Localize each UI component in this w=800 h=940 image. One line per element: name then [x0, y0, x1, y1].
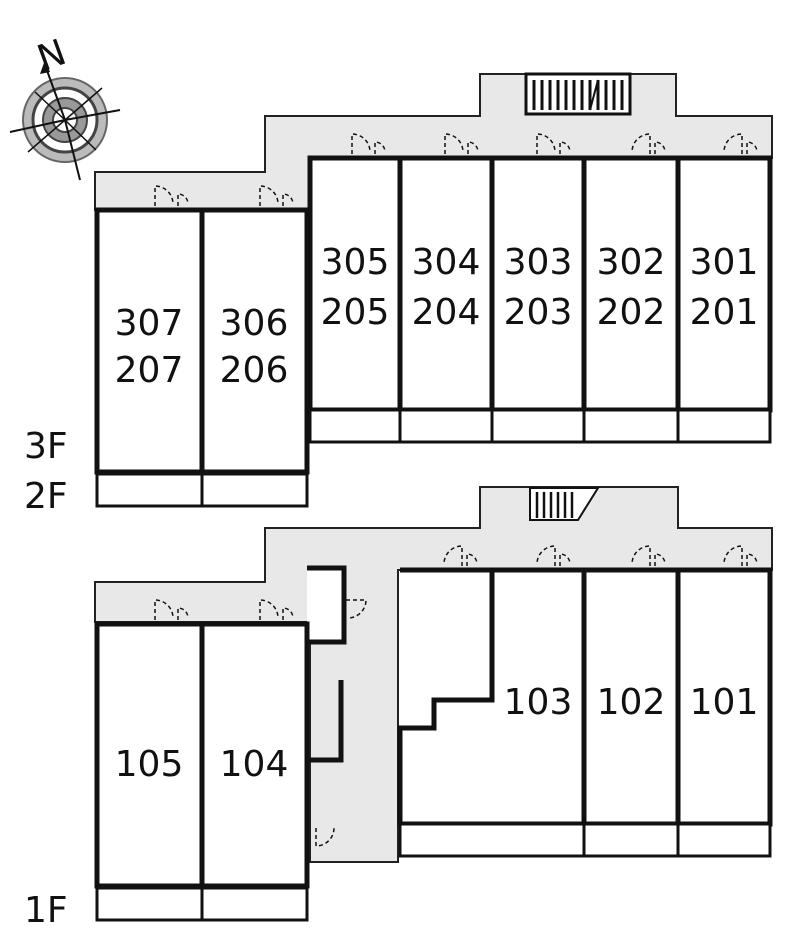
upper-floor-plan: 307 207 306 206 305 205 304 204 303 203 … [94, 72, 773, 508]
unit-label: 302 [597, 242, 666, 283]
unit-label: 203 [504, 292, 573, 333]
compass-north-label: N [32, 32, 71, 80]
floor-label-1f: 1F [24, 890, 68, 931]
unit-label: 304 [412, 242, 481, 283]
unit-label: 206 [220, 350, 289, 391]
unit-307-207 [94, 207, 205, 475]
partition-wall [307, 680, 344, 763]
storage-room [307, 565, 347, 645]
balcony [95, 886, 204, 922]
ground-floor-plan: 105 104 103 102 101 [94, 486, 773, 922]
unit-304-204 [397, 155, 495, 413]
unit-label: 205 [321, 292, 390, 333]
unit-label: 103 [504, 682, 573, 723]
balcony [582, 408, 680, 444]
balcony [582, 822, 680, 858]
balcony [490, 408, 586, 444]
unit-label: 201 [690, 292, 759, 333]
compass-icon [9, 60, 121, 181]
unit-label: 101 [690, 682, 759, 723]
unit-label: 105 [115, 744, 184, 785]
unit-label: 204 [412, 292, 481, 333]
unit-label: 303 [504, 242, 573, 283]
unit-label: 102 [597, 682, 666, 723]
balcony [308, 408, 402, 444]
balcony [95, 472, 204, 508]
balcony [676, 408, 772, 444]
unit-305-205 [307, 155, 403, 413]
unit-105 [94, 621, 205, 889]
balcony [200, 472, 309, 508]
floor-label-3f: 3F [24, 426, 68, 467]
unit-302-202 [581, 155, 681, 413]
unit-label: 301 [690, 242, 759, 283]
balcony [398, 408, 494, 444]
balcony [200, 886, 309, 922]
door-icons [154, 545, 758, 847]
unit-301-201 [675, 155, 773, 413]
balcony [676, 822, 772, 858]
unit-label: 104 [220, 744, 289, 785]
unit-101 [675, 567, 773, 827]
ground-corridor [94, 486, 773, 863]
unit-label: 305 [321, 242, 390, 283]
unit-306-206 [199, 207, 310, 475]
unit-label: 207 [115, 350, 184, 391]
unit-label: 202 [597, 292, 666, 333]
unit-label: 307 [115, 303, 184, 344]
ground-stairs [529, 487, 600, 521]
unit-303-203 [489, 155, 587, 413]
door-icons [154, 133, 758, 206]
unit-104 [199, 621, 310, 889]
upper-stairs [524, 72, 632, 116]
balcony [398, 822, 586, 858]
floor-label-2f: 2F [24, 476, 68, 517]
unit-label: 306 [220, 303, 289, 344]
